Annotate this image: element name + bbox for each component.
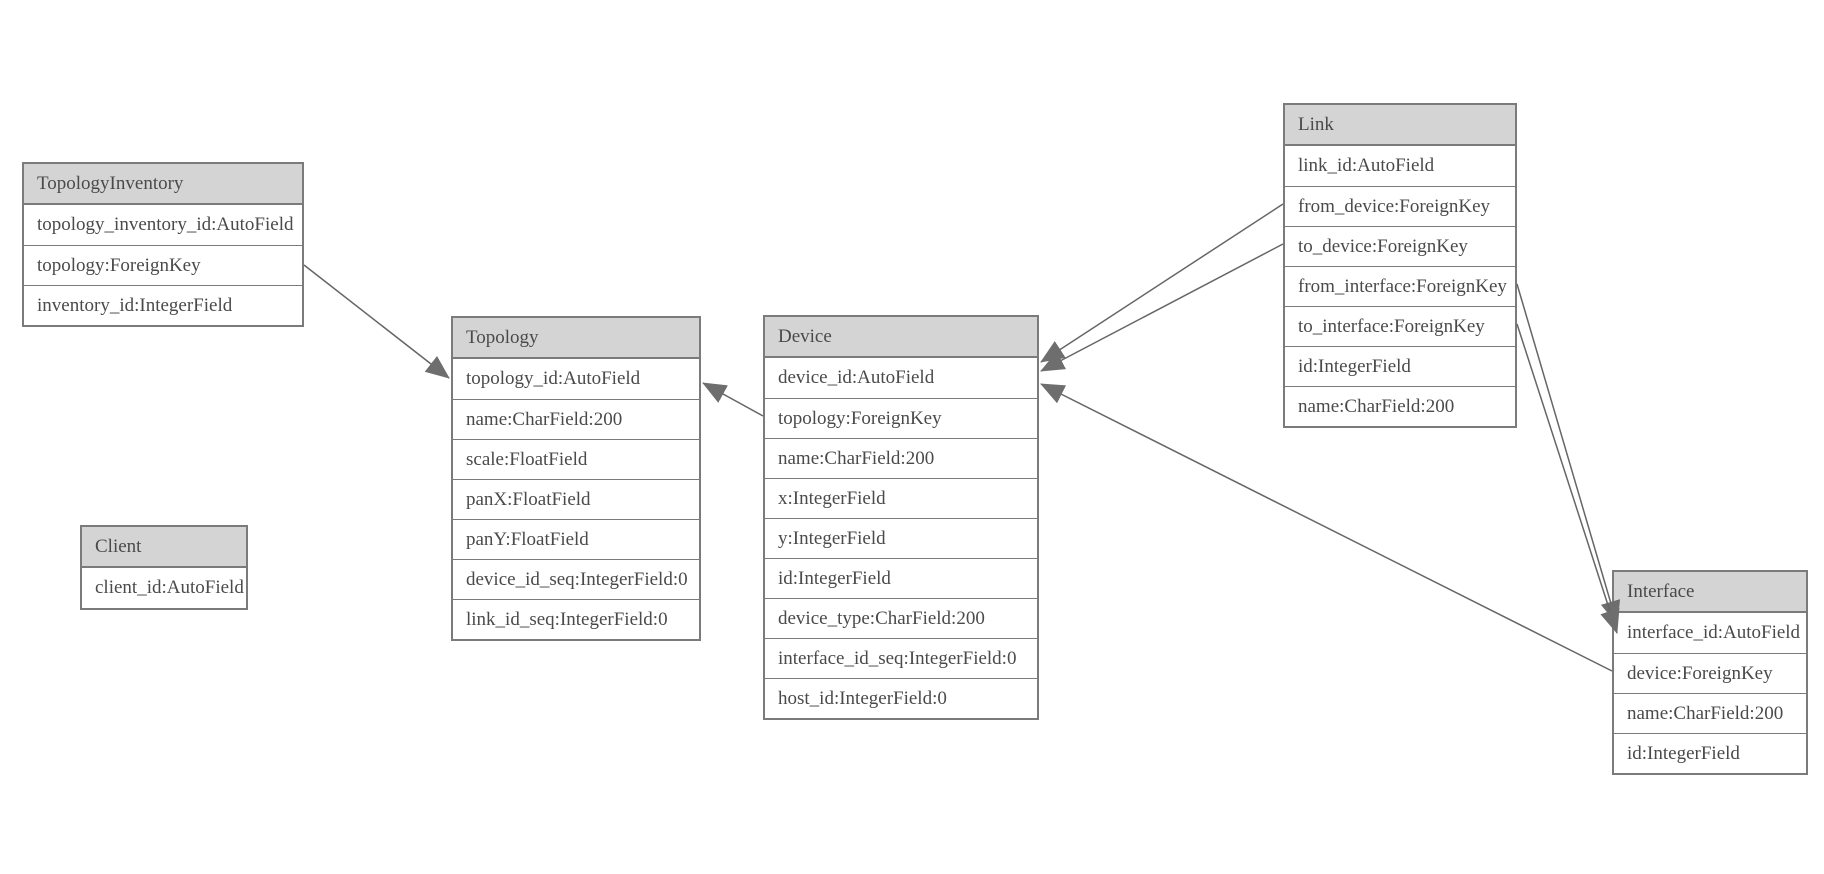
entity-interface-field-1: device:ForeignKey — [1614, 653, 1806, 693]
entity-device-field-7: interface_id_seq:IntegerField:0 — [765, 638, 1037, 678]
entity-device-field-1: topology:ForeignKey — [765, 398, 1037, 438]
entity-interface-field-0: interface_id:AutoField — [1614, 613, 1806, 653]
relationship-edge-link-to-interface — [1516, 323, 1620, 634]
relationship-edge-topologyinventory-topology — [303, 264, 450, 379]
entity-link-field-6: name:CharField:200 — [1285, 386, 1515, 426]
entity-topology-field-5: device_id_seq:IntegerField:0 — [453, 559, 699, 599]
entity-device-field-3: x:IntegerField — [765, 478, 1037, 518]
entity-topology-inventory-field-1: topology:ForeignKey — [24, 245, 302, 285]
entity-device-header: Device — [765, 317, 1037, 358]
entity-topology-inventory-field-0: topology_inventory_id:AutoField — [24, 205, 302, 245]
entity-topology-field-6: link_id_seq:IntegerField:0 — [453, 599, 699, 639]
relationship-edge-link-from-interface — [1516, 283, 1621, 625]
entity-link-field-4: to_interface:ForeignKey — [1285, 306, 1515, 346]
entity-link-field-3: from_interface:ForeignKey — [1285, 266, 1515, 306]
entity-link-field-5: id:IntegerField — [1285, 346, 1515, 386]
entity-topology-field-4: panY:FloatField — [453, 519, 699, 559]
entity-topology-inventory-field-2: inventory_id:IntegerField — [24, 285, 302, 325]
entity-link-field-2: to_device:ForeignKey — [1285, 226, 1515, 266]
entity-link-field-1: from_device:ForeignKey — [1285, 186, 1515, 226]
entity-device-field-5: id:IntegerField — [765, 558, 1037, 598]
entity-interface-header: Interface — [1614, 572, 1806, 613]
entity-topology-inventory-header: TopologyInventory — [24, 164, 302, 205]
entity-topology-field-3: panX:FloatField — [453, 479, 699, 519]
entity-topology-header: Topology — [453, 318, 699, 359]
entity-device-field-8: host_id:IntegerField:0 — [765, 678, 1037, 718]
relationship-edge-link-from-device — [1040, 203, 1284, 363]
entity-client-header: Client — [82, 527, 246, 568]
entity-link-field-0: link_id:AutoField — [1285, 146, 1515, 186]
relationship-edge-device-topology — [702, 382, 764, 417]
entity-topology-field-1: name:CharField:200 — [453, 399, 699, 439]
relationship-edge-link-to-device — [1040, 243, 1284, 372]
entity-device-field-6: device_type:CharField:200 — [765, 598, 1037, 638]
entity-device-field-0: device_id:AutoField — [765, 358, 1037, 398]
entity-interface-field-3: id:IntegerField — [1614, 733, 1806, 773]
entity-topology-field-2: scale:FloatField — [453, 439, 699, 479]
entity-device-field-4: y:IntegerField — [765, 518, 1037, 558]
entity-link-header: Link — [1285, 105, 1515, 146]
entity-interface-field-2: name:CharField:200 — [1614, 693, 1806, 733]
entity-topology-field-0: topology_id:AutoField — [453, 359, 699, 399]
entity-device-field-2: name:CharField:200 — [765, 438, 1037, 478]
entity-client-field-0: client_id:AutoField — [82, 568, 246, 608]
